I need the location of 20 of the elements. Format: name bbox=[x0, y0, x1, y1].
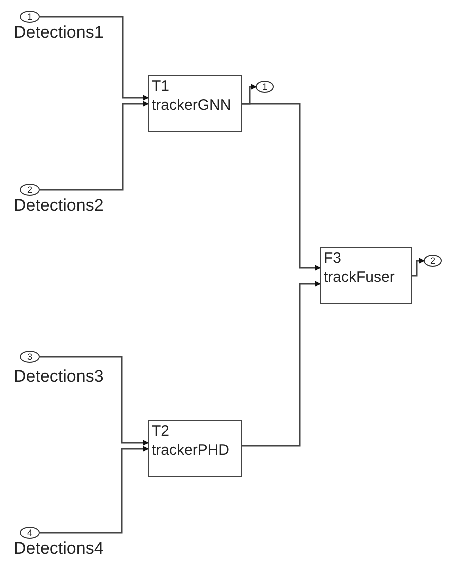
port-label: Detections2 bbox=[14, 197, 104, 214]
port-label: Detections1 bbox=[14, 24, 104, 41]
outport-oval: 1 bbox=[256, 81, 274, 93]
inport-oval: 4 bbox=[20, 527, 40, 539]
inport-oval: 1 bbox=[20, 11, 40, 23]
function-block: T1 trackerGNN bbox=[148, 75, 242, 132]
function-block: F3 trackFuser bbox=[320, 247, 412, 304]
signal-line bbox=[242, 103, 321, 271]
signal-line bbox=[40, 16, 149, 101]
signal-line bbox=[40, 356, 149, 446]
function-block: T2 trackerPHD bbox=[148, 420, 242, 477]
signal-line bbox=[242, 281, 321, 447]
outport-oval: 2 bbox=[424, 255, 442, 267]
inport-oval: 3 bbox=[20, 351, 40, 363]
port-label: Detections4 bbox=[14, 540, 104, 557]
inport-oval: 2 bbox=[20, 184, 40, 196]
signal-line bbox=[40, 446, 149, 534]
port-label: Detections3 bbox=[14, 368, 104, 385]
signal-line bbox=[412, 258, 425, 277]
signal-line bbox=[40, 101, 149, 191]
